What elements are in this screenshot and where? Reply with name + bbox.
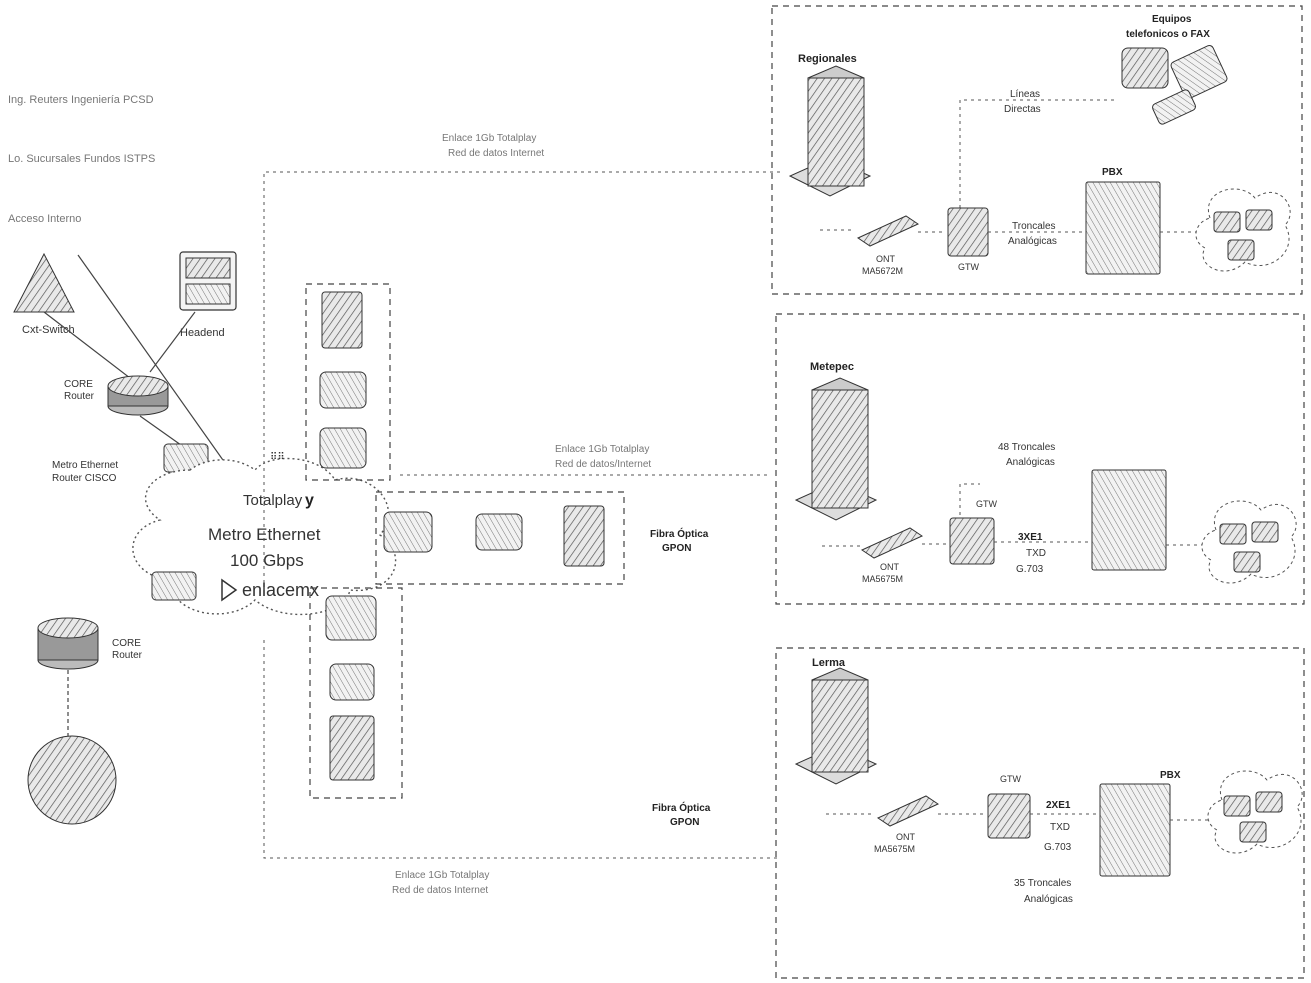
metepec-phone-2 <box>1252 522 1278 542</box>
lerma-phone-3 <box>1240 822 1266 842</box>
lerma-gtw-device <box>988 794 1030 838</box>
regionales-gtw-label: GTW <box>958 262 979 272</box>
lerma-pbx-device <box>1100 784 1170 876</box>
antenna-icon: ⠿⠿ <box>270 452 285 463</box>
olt-middle-device <box>564 506 604 566</box>
regionales-gtw-device <box>948 208 988 256</box>
fibra-2-line-2: GPON <box>670 817 699 828</box>
metepec-pbx-device <box>1092 470 1166 570</box>
regionales-lineas-line-2: Directas <box>1004 104 1041 115</box>
note-line-2: Lo. Sucursales Fundos ISTPS <box>8 153 155 165</box>
core-router-bottom-label-2: Router <box>112 650 143 661</box>
core-router-bottom <box>38 618 98 669</box>
regionales-troncales-line-2: Analógicas <box>1008 236 1057 247</box>
lerma-pbx-label: PBX <box>1160 770 1181 781</box>
metepec-building-icon <box>796 378 876 520</box>
note-line-3: Acceso Interno <box>8 213 81 225</box>
splitter-top-1 <box>320 372 366 408</box>
link-top-label-1: Enlace 1Gb Totalplay <box>442 133 536 144</box>
regionales-phone-1 <box>1214 212 1240 232</box>
fibra-1-line-1: Fibra Óptica <box>650 527 709 540</box>
note-line-1: Ing. Reuters Ingeniería PCSD <box>8 94 154 106</box>
link-bottom-label-2: Red de datos Internet <box>392 885 488 896</box>
regionales-troncales-line-1: Troncales <box>1012 221 1056 232</box>
lerma-phone-2 <box>1256 792 1282 812</box>
splitter-middle-2 <box>476 514 522 550</box>
core-router-top <box>108 376 168 415</box>
regionales-lineas-line-1: Líneas <box>1010 89 1040 100</box>
regionales-pbx-label: PBX <box>1102 167 1123 178</box>
link-middle-label-1: Enlace 1Gb Totalplay <box>555 444 649 455</box>
lerma-e1-line-2: TXD <box>1050 822 1070 833</box>
core-router-bottom-label-1: CORE <box>112 638 141 649</box>
link-bottom-label-1: Enlace 1Gb Totalplay <box>395 870 489 881</box>
regionales-ont-line-2: MA5672M <box>862 266 903 276</box>
metepec-title: Metepec <box>810 361 854 373</box>
cloud-line-1: Metro Ethernet <box>208 525 321 544</box>
cloud-brand-top-suffix: y <box>305 492 314 509</box>
lerma-title: Lerma <box>812 657 846 669</box>
link-middle-label-2: Red de datos/Internet <box>555 459 651 470</box>
link-top-label-2: Red de datos Internet <box>448 148 544 159</box>
metepec-troncales-line-1: 48 Troncales <box>998 442 1055 453</box>
metepec-troncales-line-2: Analógicas <box>1006 457 1055 468</box>
regionales-equipos-line-2: telefonicos o FAX <box>1126 29 1210 40</box>
regionales-title: Regionales <box>798 53 857 65</box>
lerma-building-icon <box>796 668 876 784</box>
splitter-bottom-1 <box>326 596 376 640</box>
metepec-gtw-device <box>950 518 994 564</box>
olt-top-device <box>322 292 362 348</box>
headend-device <box>180 252 236 310</box>
lerma-ont-icon <box>878 796 938 826</box>
firewall-device <box>14 254 74 312</box>
core-router-top-label-2: Router <box>64 391 95 402</box>
lerma-phone-1 <box>1224 796 1250 816</box>
firewall-router-link <box>44 312 130 378</box>
olt-bottom-device <box>330 716 374 780</box>
cloud-router-icon <box>152 572 196 600</box>
splitter-middle-1 <box>384 512 432 552</box>
splitter-top-2 <box>320 428 366 468</box>
lerma-e1-line-1: 2XE1 <box>1046 800 1071 811</box>
metepec-e1-line-1: 3XE1 <box>1018 532 1043 543</box>
lerma-ont-line-2: MA5675M <box>874 844 915 854</box>
metro-router-label-2: Router CISCO <box>52 473 117 484</box>
headend-label: Headend <box>180 327 225 339</box>
cloud-line-2: 100 Gbps <box>230 551 304 570</box>
metepec-ont-line-1: ONT <box>880 562 900 572</box>
lerma-troncales-line-2: Analógicas <box>1024 894 1073 905</box>
cloud-brand-top: Totalplay <box>243 492 303 509</box>
phone-fax-icon <box>1122 44 1228 125</box>
metepec-e1-line-2: TXD <box>1026 548 1046 559</box>
metepec-phone-3 <box>1234 552 1260 572</box>
metepec-ont-icon <box>862 528 922 558</box>
lerma-e1-line-3: G.703 <box>1044 842 1072 853</box>
metro-router-label-1: Metro Ethernet <box>52 460 118 471</box>
regionales-ont-line-1: ONT <box>876 254 896 264</box>
regionales-pbx-device <box>1086 182 1160 274</box>
splitter-bottom-2 <box>330 664 374 700</box>
fibra-2-line-1: Fibra Óptica <box>652 801 711 814</box>
cloud-brand-bottom: enlacemx <box>242 580 319 600</box>
lerma-troncales-line-1: 35 Troncales <box>1014 878 1071 889</box>
lerma-gtw-label: GTW <box>1000 774 1021 784</box>
regionales-equipos-line-1: Equipos <box>1152 14 1192 25</box>
globe-icon <box>28 736 116 824</box>
lerma-ont-line-1: ONT <box>896 832 916 842</box>
regionales-building-icon <box>790 66 870 196</box>
headend-router-link <box>150 312 195 372</box>
metepec-phone-1 <box>1220 524 1246 544</box>
regionales-ont-icon <box>858 216 918 246</box>
regionales-phone-3 <box>1228 240 1254 260</box>
metepec-gtw-label: GTW <box>976 499 997 509</box>
metepec-e1-line-3: G.703 <box>1016 564 1044 575</box>
core-router-top-label-1: CORE <box>64 379 93 390</box>
regionales-phone-2 <box>1246 210 1272 230</box>
fibra-1-line-2: GPON <box>662 543 691 554</box>
metepec-ont-line-2: MA5675M <box>862 574 903 584</box>
